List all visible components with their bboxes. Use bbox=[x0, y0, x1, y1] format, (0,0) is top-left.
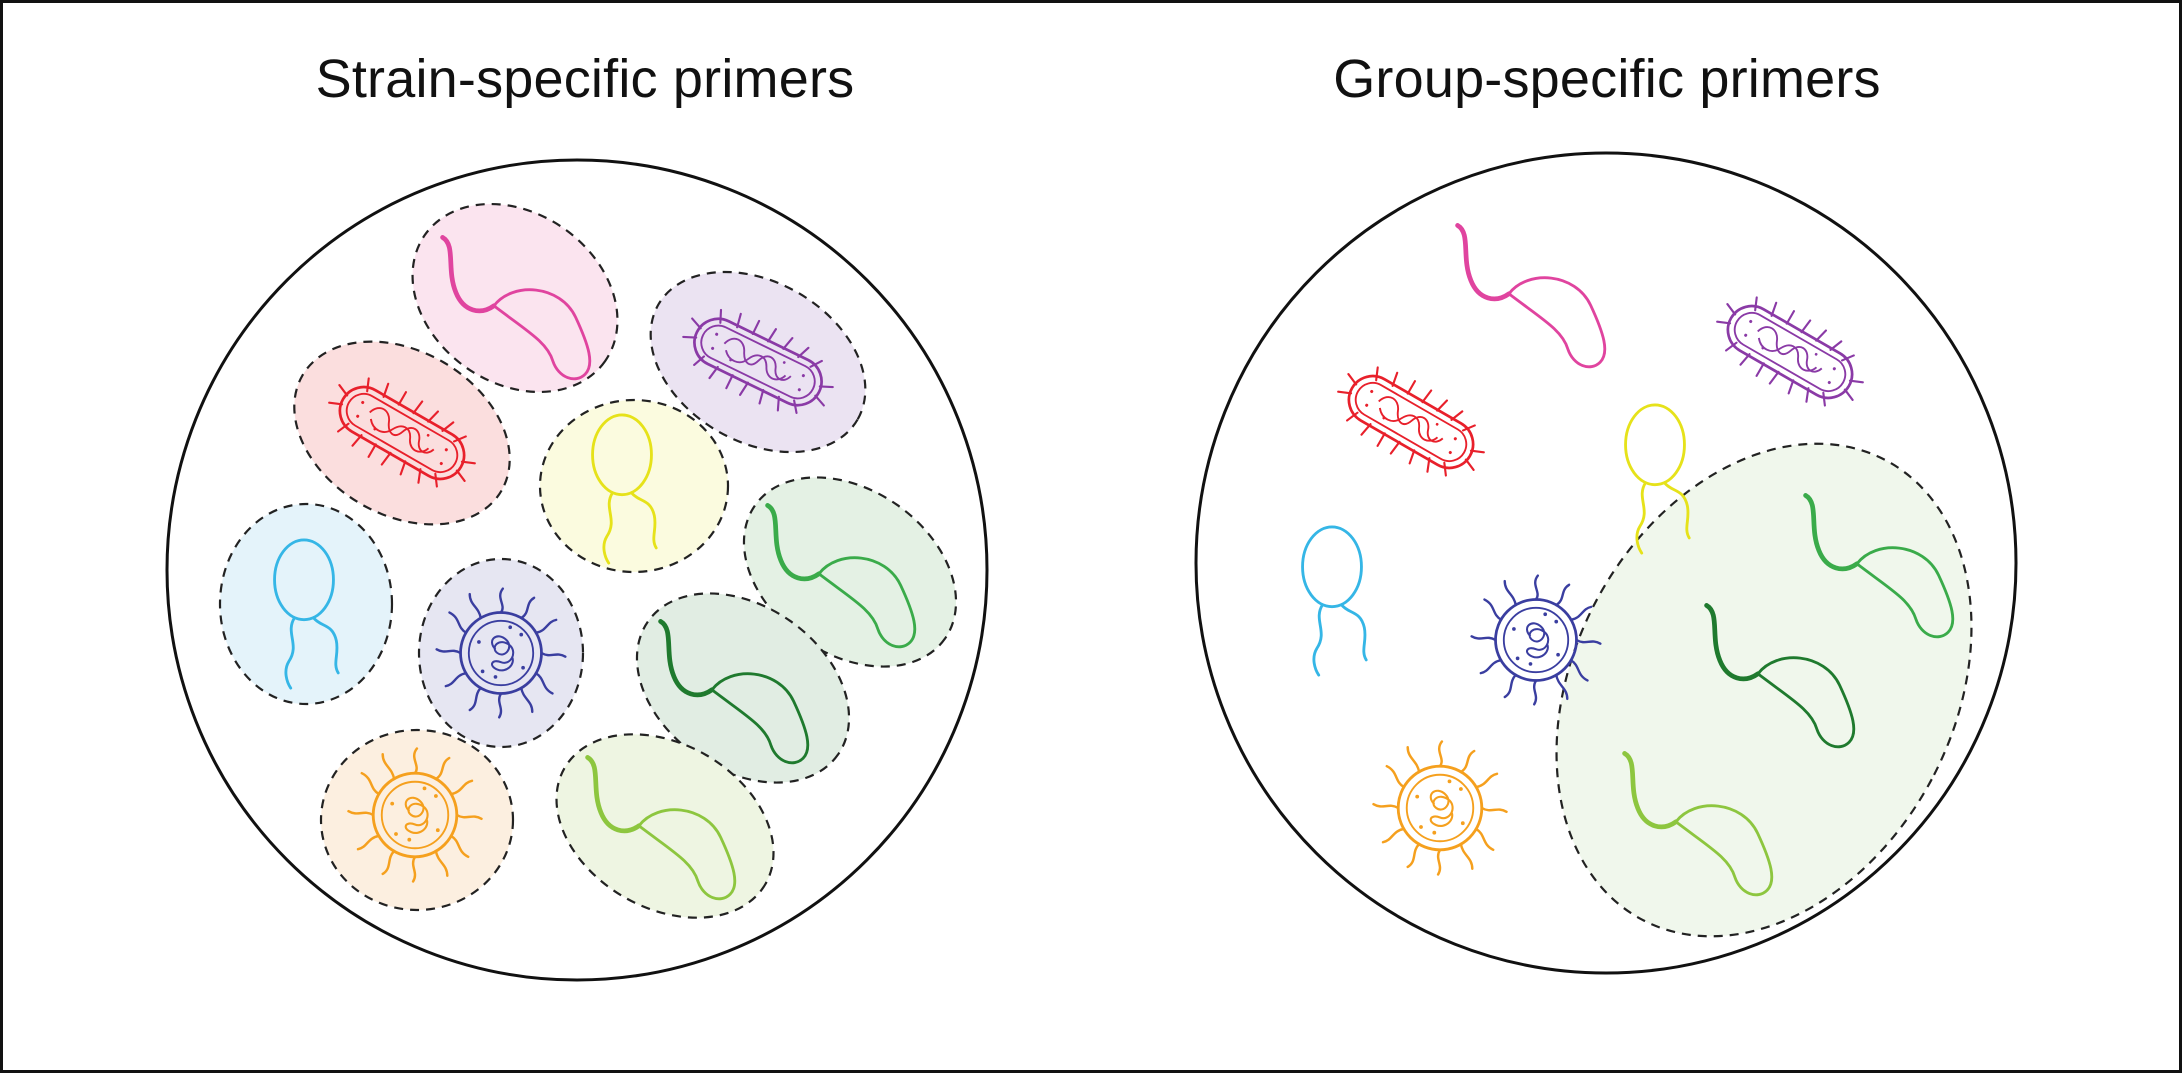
strain-zone-cyan bbox=[218, 502, 394, 706]
strain-zone-orange bbox=[319, 728, 515, 912]
strain-zone-pink bbox=[411, 202, 619, 394]
strain-zone-blue bbox=[417, 557, 585, 749]
group-panel bbox=[1194, 151, 2018, 975]
cyan-coccus-icon bbox=[1301, 525, 1368, 677]
orange-spiky-cell-icon bbox=[1372, 740, 1508, 876]
strain-zone-yellow bbox=[538, 398, 730, 574]
group-panel-title: Group-specific primers bbox=[1333, 49, 1881, 109]
purple-bacillus-icon bbox=[1702, 279, 1878, 425]
strain-community-circle bbox=[165, 158, 989, 982]
strain-zone-green-mid bbox=[742, 476, 958, 668]
strain-panel-title: Strain-specific primers bbox=[315, 49, 855, 109]
strain-zone-green-dark bbox=[635, 592, 851, 784]
pink-spirillum-icon bbox=[1458, 225, 1605, 366]
group-community-circle bbox=[1194, 151, 2018, 975]
group-zone-green bbox=[1555, 442, 1973, 938]
strain-zone-green-light bbox=[555, 733, 775, 919]
red-bacillus-icon bbox=[1323, 349, 1499, 495]
strain-panel bbox=[165, 158, 989, 982]
